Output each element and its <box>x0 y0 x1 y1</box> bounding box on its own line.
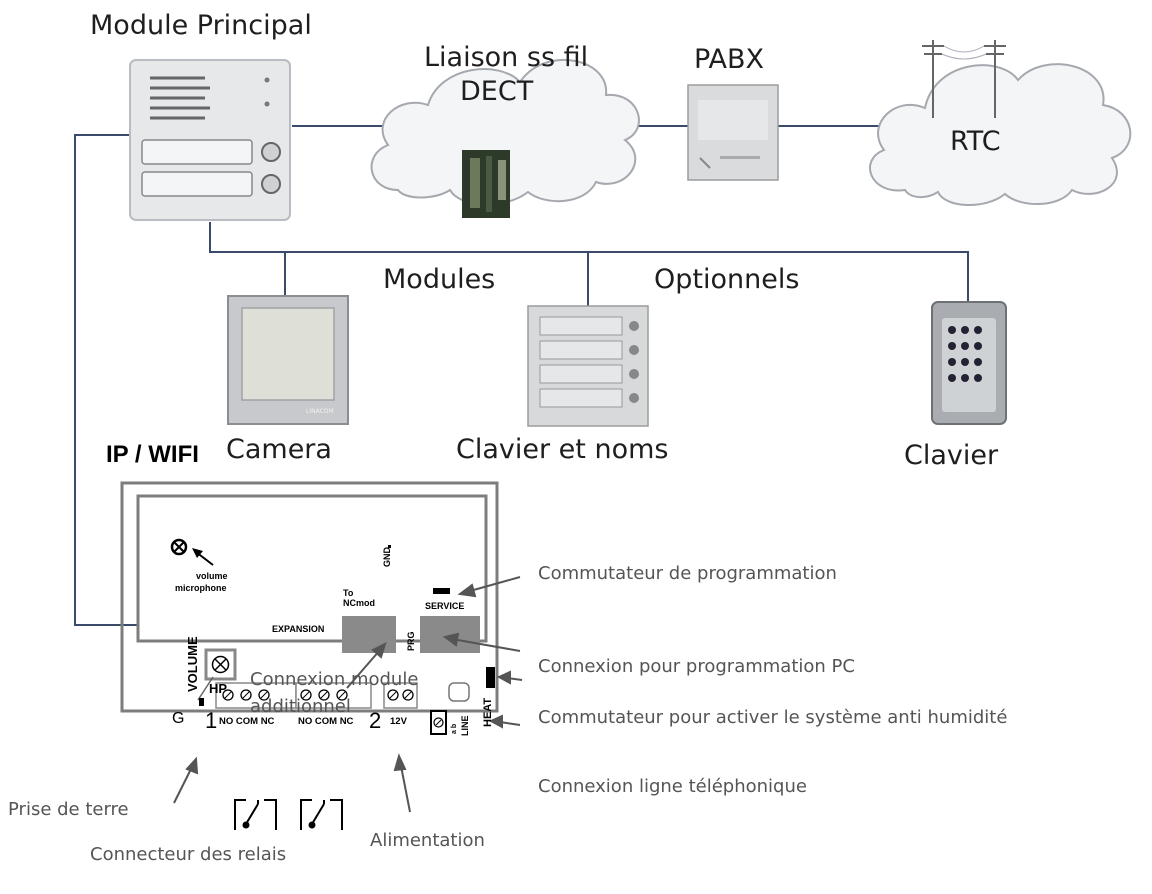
annotation-arrows <box>173 576 523 813</box>
board-expansion-label: EXPANSION <box>272 624 325 634</box>
annotation-additionnel: additionnel <box>250 696 351 717</box>
label-clavier: Clavier <box>904 440 999 471</box>
board-prg-label: PRG <box>406 631 416 651</box>
board-relay2-terminals: NO COM NC <box>298 716 354 727</box>
board-ab-label: a b <box>451 723 458 734</box>
heat-switch[interactable] <box>486 667 495 688</box>
label-liaison: Liaison ss fil <box>424 42 589 73</box>
label-clavier-noms: Clavier et noms <box>456 434 669 465</box>
annotation-commutateur-humidite: Commutateur pour activer le système anti… <box>538 707 1008 728</box>
label-camera: Camera <box>226 434 332 465</box>
board <box>120 481 499 735</box>
board-hp-label: HP <box>209 681 228 696</box>
annotation-alimentation: Alimentation <box>370 830 485 851</box>
board-heat-label: HEAT <box>482 697 494 727</box>
board-button[interactable] <box>448 682 470 702</box>
service-switch[interactable] <box>433 588 450 594</box>
label-modules: Modules <box>383 264 496 295</box>
board-relay1-terminals: NO COM NC <box>219 716 275 727</box>
board-volume-vertical-label: VOLUME <box>185 636 200 692</box>
board-microphone-label: microphone <box>175 583 227 593</box>
clavier-device <box>931 301 1007 425</box>
board-gnd-label: GND <box>382 547 392 567</box>
annotation-connexion-module: Connexion module <box>250 669 419 690</box>
expansion-connector[interactable] <box>342 616 396 653</box>
telephone-poles-icon <box>922 40 1006 118</box>
dect-cloud <box>370 59 640 206</box>
label-dect: DECT <box>460 76 534 107</box>
board-ncmod-label: NCmod <box>343 598 375 608</box>
module-principal-device <box>129 59 291 221</box>
label-ip-wifi: IP / WIFI <box>106 441 199 468</box>
board-service-label: SERVICE <box>425 601 465 611</box>
rtc-cloud <box>868 63 1132 206</box>
annotation-connexion-pc: Connexion pour programmation PC <box>538 656 855 677</box>
board-to-label: To <box>343 588 354 598</box>
annotation-commutateur-prog: Commutateur de programmation <box>538 563 837 584</box>
annotation-connecteur-relais: Connecteur des relais <box>90 844 287 865</box>
label-pabx: PABX <box>694 44 765 75</box>
board-volume-label: volume <box>196 571 228 581</box>
prg-connector[interactable] <box>420 616 480 653</box>
camera-device <box>227 295 349 425</box>
annotation-prise-terre: Prise de terre <box>8 799 129 820</box>
label-module-principal: Module Principal <box>90 10 312 41</box>
annotation-connexion-ligne: Connexion ligne téléphonique <box>538 776 807 797</box>
relay-symbol-icons <box>234 799 343 830</box>
pabx-device <box>687 84 779 181</box>
board-g-label: G <box>172 710 185 727</box>
dect-station-icon <box>462 150 510 218</box>
clavier-noms-device <box>527 305 649 427</box>
camera-brand-label: LINACOM <box>306 408 334 415</box>
board-line-label: LINE <box>460 715 470 736</box>
line-main-to-board <box>74 134 138 626</box>
relay2-terminals <box>295 682 372 709</box>
label-optionnels: Optionnels <box>654 264 800 295</box>
board-relay2-number: 2 <box>369 708 382 733</box>
label-rtc: RTC <box>950 126 1001 157</box>
board-12v-label: 12V <box>390 716 407 727</box>
board-relay1-number: 1 <box>205 708 218 733</box>
